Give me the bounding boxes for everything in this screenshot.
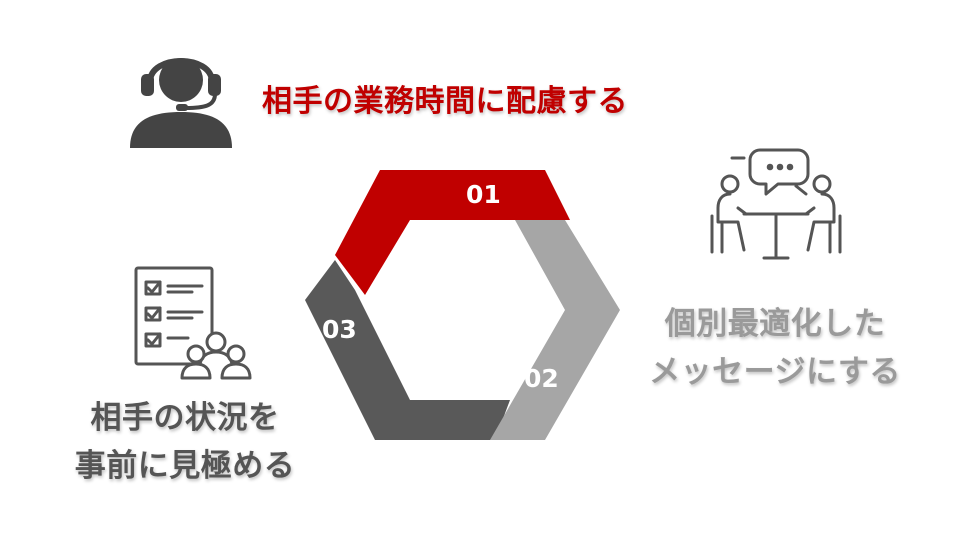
step-3-number: 03: [322, 315, 357, 344]
step-1-number: 01: [466, 180, 501, 209]
headset-operator-icon: [126, 36, 236, 151]
step-2-number: 02: [524, 364, 559, 393]
segment-02: [490, 220, 620, 440]
step-3-label: 相手の状況を 事前に見極める: [74, 400, 296, 484]
meeting-conversation-icon: [708, 142, 848, 274]
checklist-team-icon: [132, 262, 252, 382]
hexagon-cycle: 01 02 03: [305, 170, 620, 440]
step-1-label: 相手の業務時間に配慮する: [262, 84, 628, 119]
step-2-label: 個別最適化した メッセージにする: [649, 306, 901, 390]
segment-03: [305, 260, 510, 440]
segment-01: [335, 170, 570, 295]
